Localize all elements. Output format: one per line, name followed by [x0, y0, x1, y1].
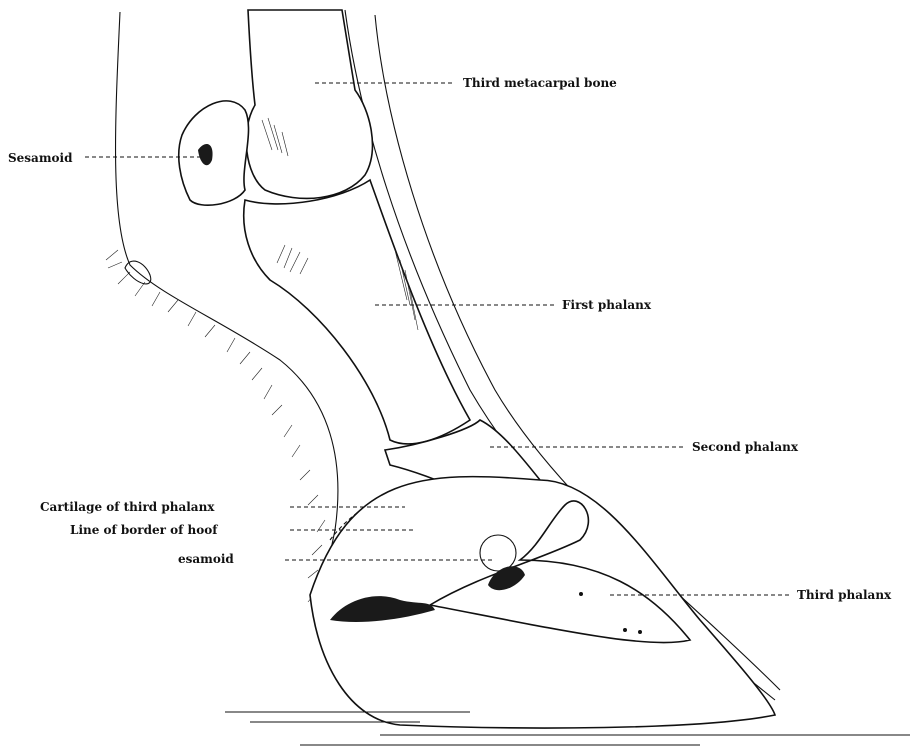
label-second-phalanx: Second phalanx [692, 440, 799, 454]
third-phalanx-foramen-3 [638, 630, 642, 634]
label-distal-sesamoid: esamoid [178, 552, 234, 566]
label-hoof-border: Line of border of hoof [70, 523, 218, 537]
sesamoid-bone [179, 101, 249, 205]
third-phalanx-foramen-2 [623, 628, 627, 632]
label-sesamoid: Sesamoid [8, 151, 73, 165]
label-cartilage: Cartilage of third phalanx [40, 500, 215, 514]
fetlock-hair [106, 250, 325, 602]
label-third-metacarpal: Third metacarpal bone [463, 76, 617, 90]
first-phalanx-bone [244, 180, 470, 444]
third-metacarpal-bone [246, 10, 372, 198]
label-third-phalanx: Third phalanx [797, 588, 892, 602]
label-first-phalanx: First phalanx [562, 298, 652, 312]
third-phalanx-foramen-1 [579, 592, 583, 596]
